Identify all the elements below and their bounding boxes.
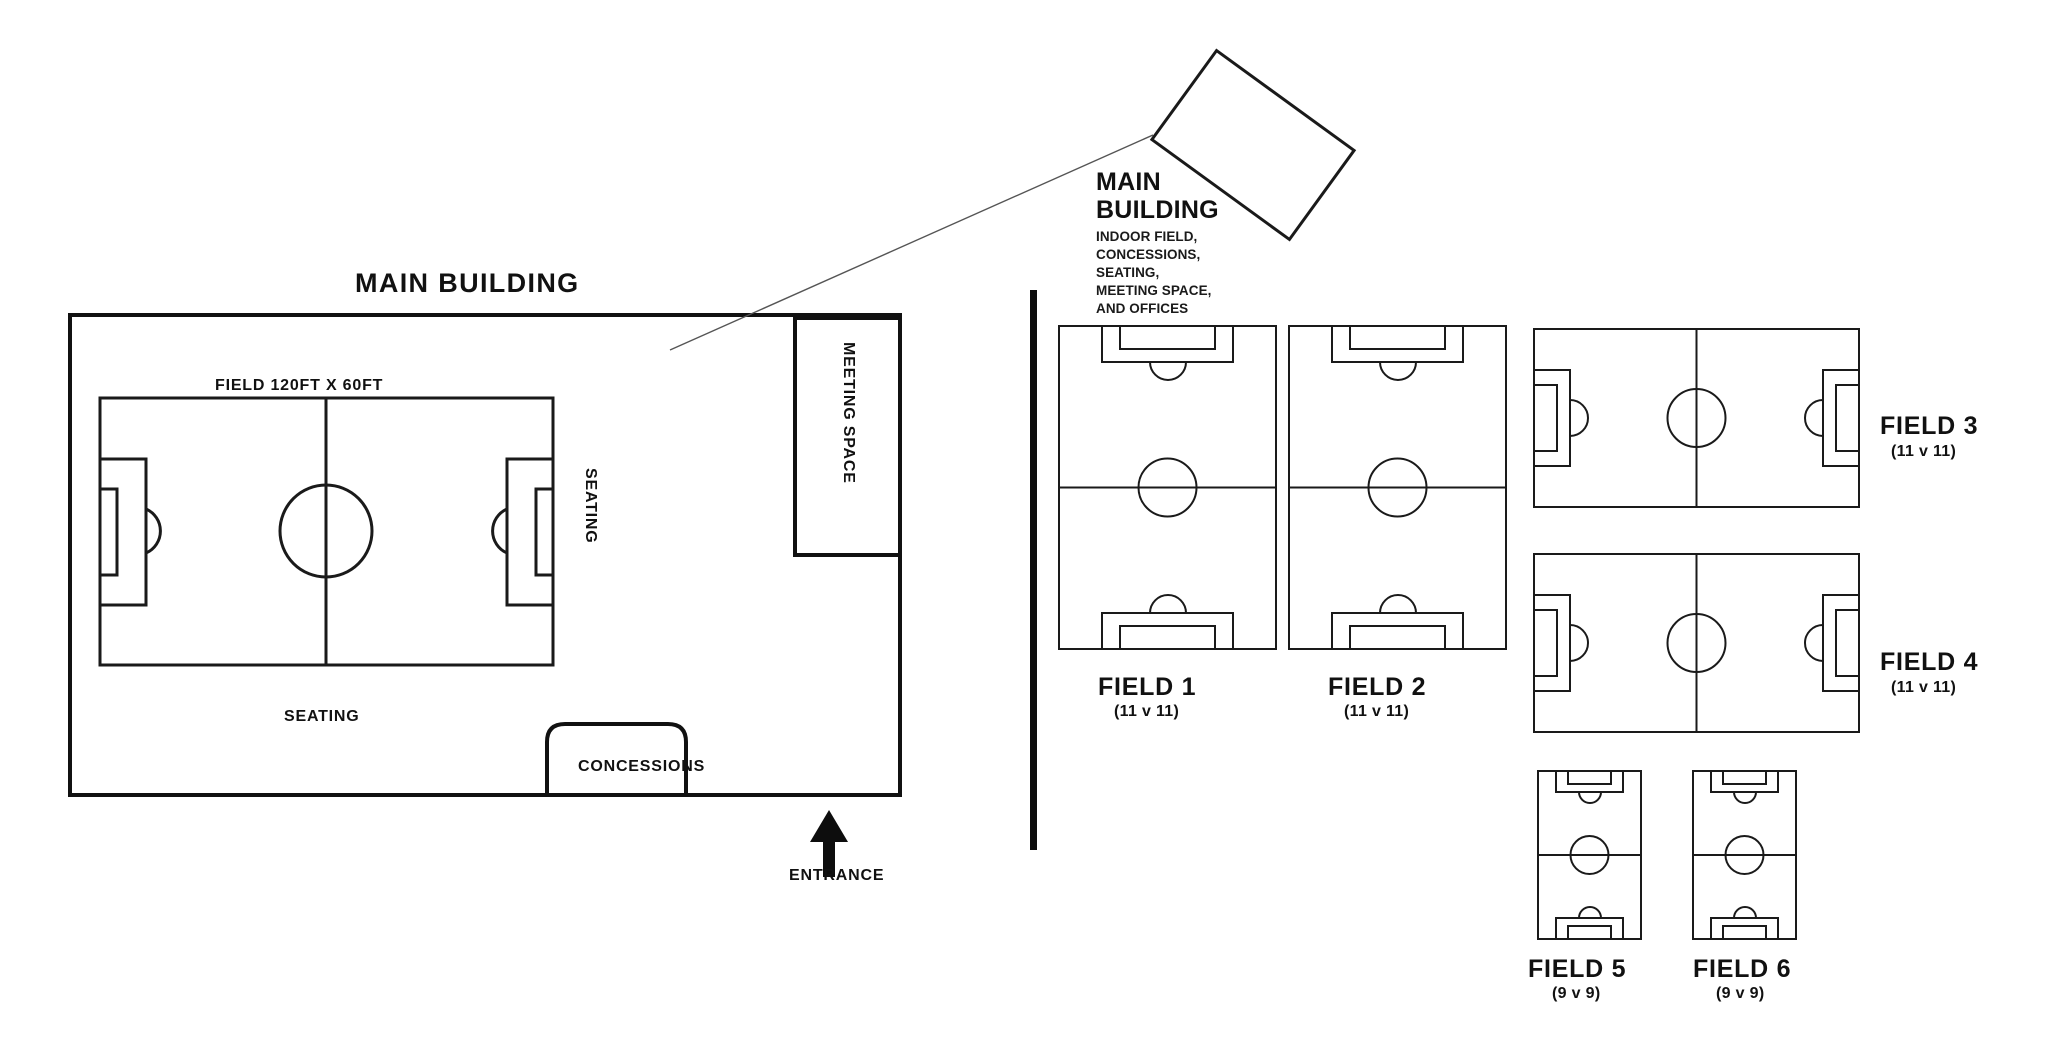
field-6-penalty-arc-top: [1733, 791, 1757, 804]
field-5-penalty-area-bottom: [1555, 917, 1624, 940]
field-4-goal-area-left: [1533, 609, 1558, 677]
field-1-penalty-area-bottom: [1101, 612, 1234, 650]
main-building-floorplan: [68, 313, 902, 877]
field-1-penalty-arc-bottom: [1149, 594, 1187, 614]
concessions-counter: [545, 722, 688, 795]
field-5-diagram: [1537, 770, 1642, 940]
meeting-space-label: MEETING SPACE: [840, 342, 857, 484]
field-2-diagram: [1288, 325, 1507, 650]
field-4-center-circle: [1666, 613, 1727, 673]
meeting-space-room: [793, 316, 902, 557]
indoor-center-circle: [278, 483, 374, 579]
indoor-penalty-arc-right: [491, 507, 508, 555]
field-3-name: FIELD 3: [1880, 412, 1979, 440]
rotated-building-outline-icon: [1149, 48, 1357, 242]
field-6-name: FIELD 6: [1693, 955, 1792, 983]
field-6-diagram: [1692, 770, 1797, 940]
field-2-format: (11 v 11): [1344, 703, 1410, 720]
main-building-callout-graphic: [669, 48, 1357, 351]
field-5-center-circle: [1569, 835, 1610, 875]
field-6-goal-area-top: [1722, 770, 1767, 785]
field-1-diagram: [1058, 325, 1277, 650]
indoor-goal-area-right: [534, 487, 555, 577]
field-2-penalty-area-bottom: [1331, 612, 1464, 650]
field-4-penalty-arc-right: [1804, 624, 1824, 662]
field-3-goal-area-right: [1835, 384, 1860, 452]
indoor-goal-area-left: [98, 487, 119, 577]
field-3-penalty-arc-right: [1804, 399, 1824, 437]
leader-line-icon: [669, 134, 1154, 351]
indoor-penalty-area-left: [98, 457, 148, 607]
field-2-center-circle: [1367, 457, 1428, 518]
field-1-goal-area-top: [1119, 325, 1216, 350]
field-1-penalty-area-top: [1101, 325, 1234, 363]
field-2-name: FIELD 2: [1328, 673, 1427, 701]
field-2-penalty-area-top: [1331, 325, 1464, 363]
callout-title: MAIN BUILDING: [1096, 168, 1219, 224]
vertical-divider-icon: [1030, 290, 1037, 850]
concessions-label: CONCESSIONS: [578, 758, 706, 775]
field-6-penalty-area-bottom: [1710, 917, 1779, 940]
field-4-penalty-arc-left: [1569, 624, 1589, 662]
field-5-goal-area-bottom: [1567, 925, 1612, 940]
callout-description: INDOOR FIELD, CONCESSIONS, SEATING, MEET…: [1096, 229, 1212, 316]
field-4-goal-area-right: [1835, 609, 1860, 677]
field-5-penalty-arc-bottom: [1578, 906, 1602, 919]
field-3-goal-area-left: [1533, 384, 1558, 452]
indoor-field-dimension-label: FIELD 120FT X 60FT: [215, 377, 384, 394]
field-6-center-circle: [1724, 835, 1765, 875]
field-5-goal-area-top: [1567, 770, 1612, 785]
field-3-center-circle: [1666, 388, 1727, 448]
field-1-goal-area-bottom: [1119, 625, 1216, 650]
field-2-penalty-arc-bottom: [1379, 594, 1417, 614]
seating-label-right: SEATING: [582, 468, 599, 544]
field-5-format: (9 v 9): [1552, 985, 1601, 1002]
field-6-penalty-arc-bottom: [1733, 906, 1757, 919]
field-1-penalty-arc-top: [1149, 361, 1187, 381]
field-1-center-circle: [1137, 457, 1198, 518]
field-5-penalty-arc-top: [1578, 791, 1602, 804]
field-6-penalty-area-top: [1710, 770, 1779, 793]
field-6-format: (9 v 9): [1716, 985, 1765, 1002]
page-title: MAIN BUILDING: [355, 268, 580, 298]
field-4-name: FIELD 4: [1880, 648, 1979, 676]
field-4-diagram: [1533, 553, 1860, 733]
field-2-goal-area-bottom: [1349, 625, 1446, 650]
indoor-penalty-arc-left: [145, 507, 162, 555]
field-1-name: FIELD 1: [1098, 673, 1197, 701]
field-3-format: (11 v 11): [1891, 443, 1957, 460]
field-1-format: (11 v 11): [1114, 703, 1180, 720]
field-3-diagram: [1533, 328, 1860, 508]
field-3-penalty-arc-left: [1569, 399, 1589, 437]
building-outline: [68, 313, 902, 797]
up-arrow-icon: [810, 810, 848, 877]
field-5-name: FIELD 5: [1528, 955, 1627, 983]
field-4-format: (11 v 11): [1891, 679, 1957, 696]
field-2-goal-area-top: [1349, 325, 1446, 350]
field-2-penalty-arc-top: [1379, 361, 1417, 381]
field-6-goal-area-bottom: [1722, 925, 1767, 940]
seating-label-bottom: SEATING: [284, 708, 360, 725]
field-5-penalty-area-top: [1555, 770, 1624, 793]
indoor-penalty-area-right: [505, 457, 555, 607]
entrance-label: ENTRANCE: [789, 867, 885, 884]
